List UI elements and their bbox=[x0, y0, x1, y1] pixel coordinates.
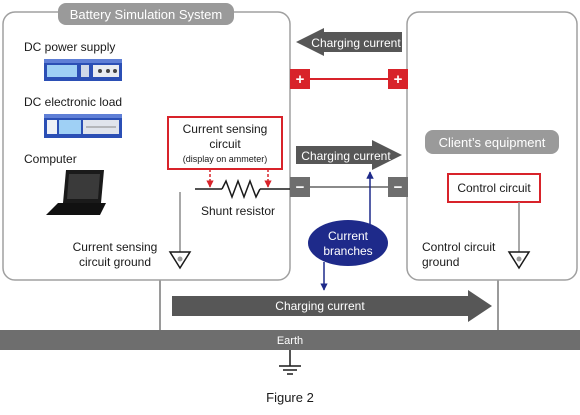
charging-current-arrow-middle bbox=[296, 140, 402, 170]
current-sensing-circuit-box bbox=[167, 116, 283, 170]
figure-caption: Figure 2 bbox=[266, 390, 314, 405]
current-sensing-line3: (display on ammeter) bbox=[183, 154, 268, 164]
dc-electronic-load-label: DC electronic load bbox=[24, 95, 122, 109]
battery-simulation-title-box bbox=[58, 3, 234, 25]
battery-simulation-title: Battery Simulation System bbox=[70, 7, 222, 22]
computer-label: Computer bbox=[24, 152, 77, 166]
plus-terminal-left bbox=[290, 69, 310, 89]
charging-current-label-middle: Charging current bbox=[301, 149, 391, 163]
minus-terminal-left-label: − bbox=[296, 179, 305, 196]
control-circuit-ground-symbol bbox=[507, 251, 531, 270]
minus-terminal-left bbox=[290, 177, 310, 197]
current-sensing-line2: circuit bbox=[209, 137, 241, 151]
shunt-resistor-symbol bbox=[221, 178, 261, 200]
current-sensing-ground-line1: Current sensing bbox=[73, 240, 158, 254]
control-circuit-ground-line2: ground bbox=[422, 255, 459, 269]
earth-ground-symbol bbox=[279, 350, 301, 375]
client-equipment-title: Client’s equipment bbox=[439, 135, 546, 150]
charging-current-label-bottom: Charging current bbox=[275, 299, 365, 313]
client-equipment-title-box bbox=[425, 130, 559, 154]
minus-terminal-right bbox=[388, 177, 408, 197]
earth-bar bbox=[0, 330, 580, 350]
plus-terminal-left-label: + bbox=[296, 71, 305, 88]
current-branches-line1: Current bbox=[328, 229, 369, 243]
plus-terminal-right-label: + bbox=[394, 71, 403, 88]
charging-current-arrow-bottom bbox=[172, 290, 492, 322]
earth-label: Earth bbox=[277, 335, 303, 347]
shunt-resistor-label: Shunt resistor bbox=[201, 204, 275, 218]
current-sensing-ground-line2: circuit ground bbox=[79, 255, 151, 269]
dc-power-supply-label: DC power supply bbox=[24, 40, 115, 54]
minus-terminal-right-label: − bbox=[394, 179, 403, 196]
dc-electronic-load-icon bbox=[44, 114, 122, 138]
control-circuit-box bbox=[447, 173, 541, 203]
plus-terminal-right bbox=[388, 69, 408, 89]
dc-power-supply-icon bbox=[44, 59, 122, 81]
current-branches-line2: branches bbox=[323, 244, 372, 258]
laptop-icon bbox=[46, 170, 106, 215]
current-sensing-line1: Current sensing bbox=[183, 122, 268, 136]
current-sensing-ground-symbol bbox=[168, 192, 192, 270]
charging-current-arrow-top bbox=[296, 28, 402, 56]
control-circuit-ground-line1: Control circuit bbox=[422, 240, 496, 254]
control-circuit-label: Control circuit bbox=[457, 181, 531, 195]
current-branches-bubble bbox=[308, 220, 388, 266]
charging-current-label-top: Charging current bbox=[311, 36, 401, 50]
